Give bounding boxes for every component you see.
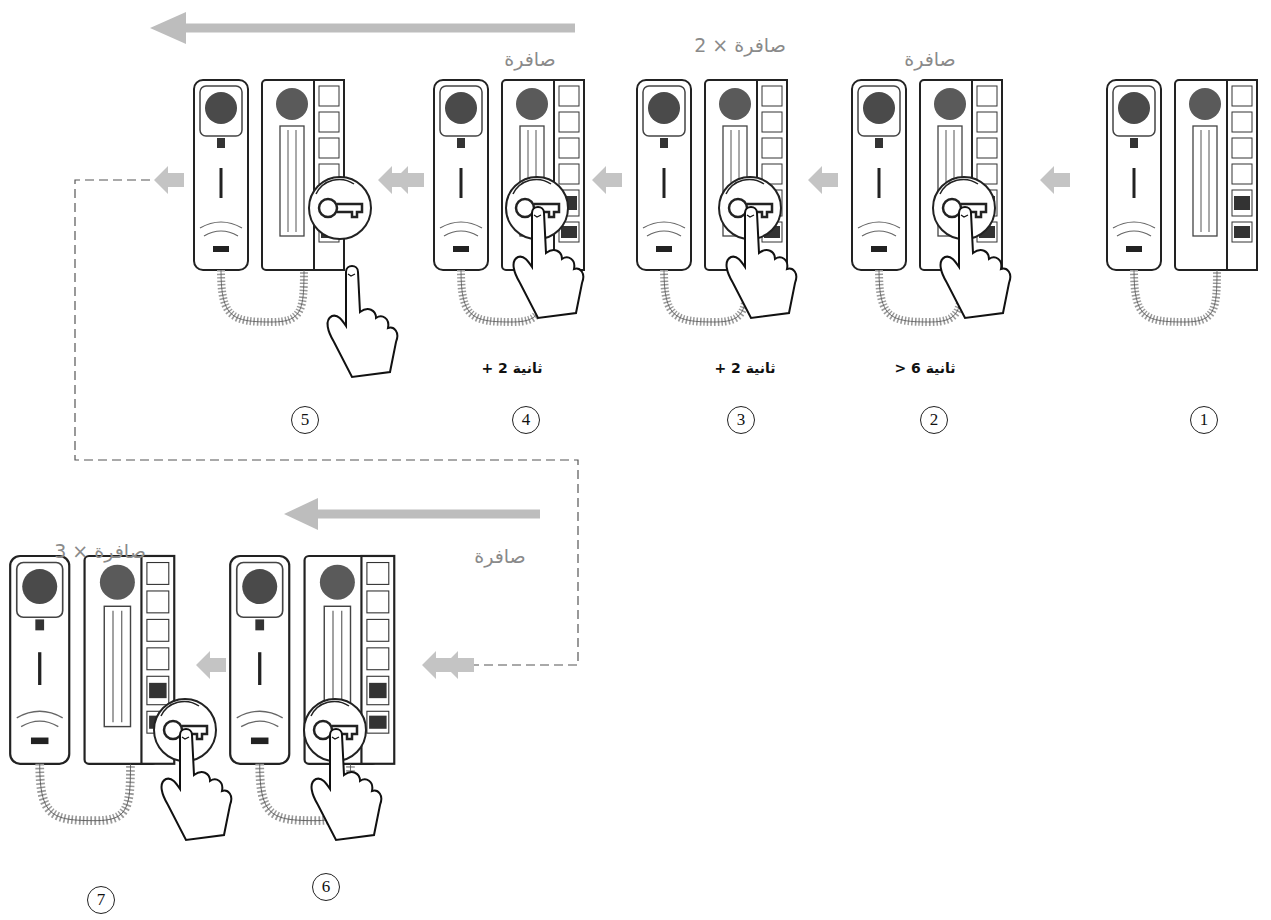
duration-label: + 2 ثانية [481, 360, 542, 376]
callout-number: 7 [97, 890, 106, 910]
callout-number: 1 [1200, 410, 1209, 430]
callout-number: 4 [522, 410, 531, 430]
callout-number: 2 [930, 410, 939, 430]
duration-label: + 2 ثانية [714, 360, 775, 376]
beep-label: صافرة [504, 48, 555, 70]
beep-label: صافرة [904, 48, 955, 70]
callout-circle: 4 [512, 406, 540, 434]
beep-label: 2 × صافرة [694, 34, 786, 56]
beep-label: 3 × صافرة [54, 540, 146, 562]
callout-circle: 3 [727, 406, 755, 434]
callout-circle: 6 [312, 873, 340, 901]
callout-number: 3 [737, 410, 746, 430]
beep-label: صافرة [474, 545, 525, 567]
callout-circle: 2 [920, 406, 948, 434]
callout-number: 6 [322, 877, 331, 897]
callout-circle: 1 [1190, 406, 1218, 434]
callout-circle: 5 [291, 406, 319, 434]
callout-circle: 7 [87, 886, 115, 914]
duration-label: > 6 ثانية [894, 360, 955, 376]
callout-number: 5 [301, 410, 310, 430]
